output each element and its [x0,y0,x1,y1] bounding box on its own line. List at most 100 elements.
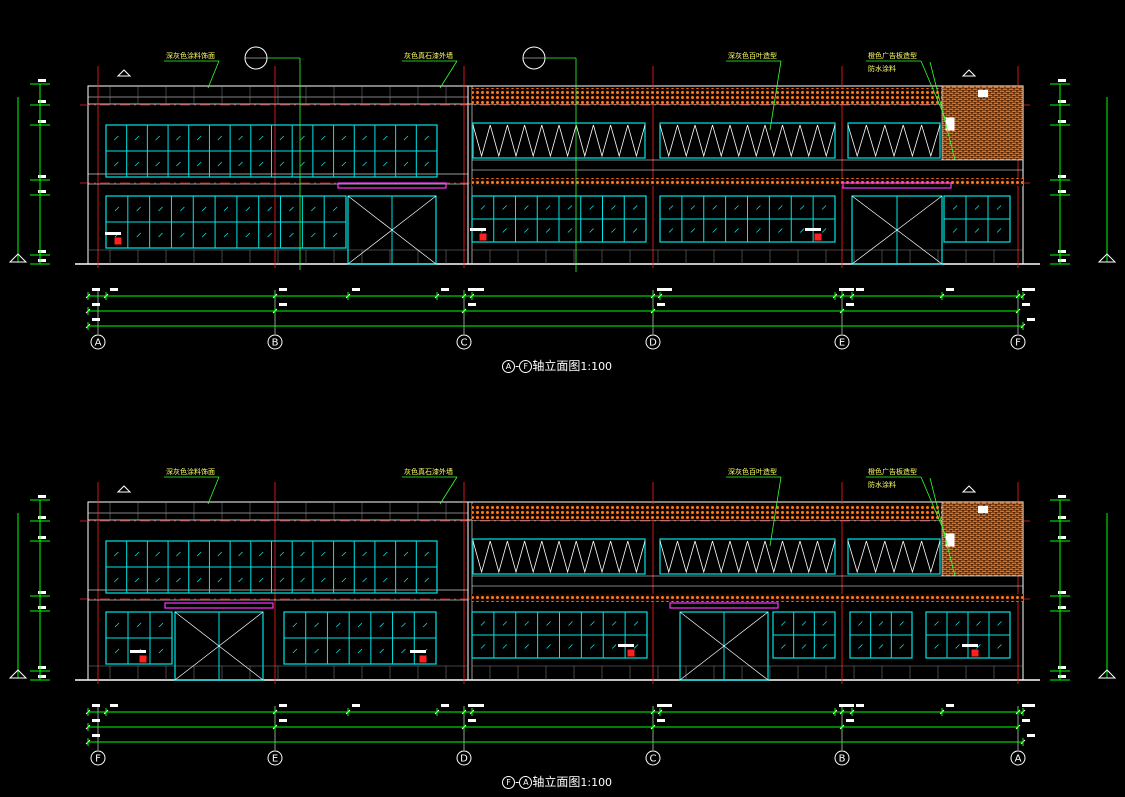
glass-mark [801,621,807,626]
dimension-value-mark [92,288,100,291]
glass-mark [382,135,388,141]
glass-mark [201,232,207,238]
glass-mark [568,644,573,649]
glass-mark [223,232,229,238]
glass-mark [320,577,326,583]
level-value-mark [38,79,46,82]
glass-mark [300,135,305,141]
level-value-mark [1058,259,1066,262]
axis-bubble-icon [1010,750,1026,766]
signage-strip [842,182,952,189]
glass-mark [401,622,406,628]
level-value-mark [38,120,46,123]
orange-cladding-band [472,88,942,104]
dimension-value-mark [657,719,665,722]
dimension-value-mark [657,288,665,291]
glass-mark [158,648,164,654]
glass-mark [201,206,207,212]
glass-mark [196,551,202,557]
glass-mark [422,622,428,628]
glass-mark [176,135,181,141]
dimension-value-mark [846,719,854,722]
glass-mark [362,551,367,557]
dimension-value-mark [92,318,100,321]
axis-bubble-icon [456,334,472,350]
leader-line [769,60,782,131]
title-joiner: - [515,359,520,373]
dimension-value-mark [664,704,672,707]
axis-bubble-icon [1010,334,1026,350]
billboard-sign-mark [978,90,988,97]
dimension-value-mark [1027,704,1035,707]
building-outline [87,85,1024,265]
glass-mark [357,648,363,654]
glass-mark [176,551,181,557]
axis-label: F [1015,338,1021,349]
axis-bubble-icon: A [519,776,533,789]
dimension-value-mark [352,288,360,291]
glass-mark [899,644,904,649]
door-swing [218,611,264,647]
axis-label: C [650,754,657,765]
door-swing [391,229,437,265]
axis-label: B [272,338,279,349]
glass-mark [424,551,429,557]
glass-mark [934,621,939,626]
glass-mark [799,228,805,233]
axis-bubble-icon [90,334,106,350]
level-value-mark [38,250,46,253]
axis-bubble-icon: F [519,360,533,373]
louver-frame [847,538,941,575]
level-value-mark [1058,606,1066,609]
glass-mark [781,621,786,626]
glass-mark [136,206,142,212]
louver-frame [659,538,836,575]
axis-label: B [839,754,846,765]
glass-mark [546,621,551,626]
dimension-value-mark [468,719,476,722]
glass-mark [756,228,761,233]
level-value-mark [1058,495,1066,498]
dimension-value-mark [468,288,476,291]
dimension-value-mark [279,303,287,306]
dimension-value-mark [468,303,476,306]
glass-mark [134,577,140,583]
glass-mark [502,205,507,210]
fixture-label-mark [618,644,634,647]
dimension-value-mark [657,704,665,707]
glass-mark [136,622,142,628]
orange-billboard-panel [941,501,1024,577]
glass-mark [245,232,251,238]
glass-mark [267,232,272,238]
glass-mark [114,135,119,141]
glass-mark [878,644,884,649]
level-value-mark [1058,79,1066,82]
louver-frame [472,122,646,159]
glass-mark [310,206,316,212]
level-value-mark [1058,100,1066,103]
level-value-mark [1058,591,1066,594]
dimension-value-mark [92,303,100,306]
glass-mark [974,205,980,210]
glass-mark [279,161,285,167]
louver-frame [659,122,836,159]
glass-mark [258,551,264,557]
glass-mark [801,644,807,649]
glass-mark [279,551,285,557]
glass-mark [403,161,409,167]
dimension-value-mark [110,704,118,707]
glass-mark [589,228,594,233]
glass-mark [524,228,529,233]
glass-mark [292,622,298,628]
orange-cladding-band [472,178,1023,186]
door-swing [723,611,769,647]
glass-mark [336,622,341,628]
signage-strip [669,602,779,609]
dimension-value-mark [664,288,672,291]
material-annotation: 橙色广告板造型 [868,51,917,60]
dimension-value-mark [1027,318,1035,321]
dimension-value-mark [92,704,100,707]
level-value-mark [1058,666,1066,669]
door-swing [679,611,725,647]
